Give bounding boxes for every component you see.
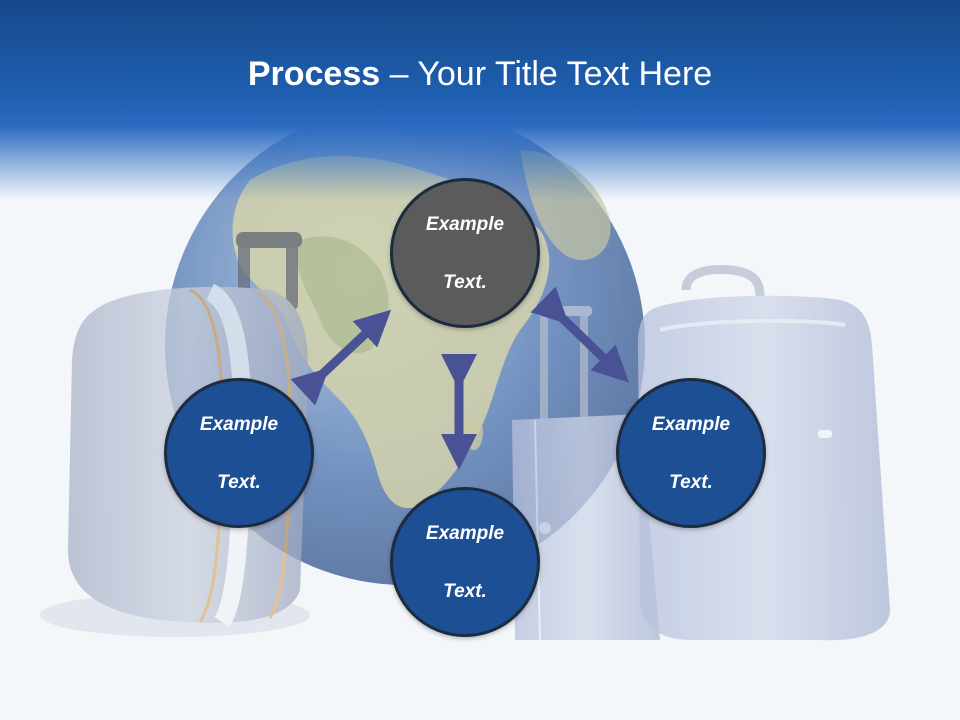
double-arrow-icon <box>530 286 629 383</box>
node-bottom-line1: Example <box>425 522 505 544</box>
node-bottom-line2: Text. <box>443 580 487 602</box>
node-right-line2: Text. <box>669 471 713 493</box>
header-band <box>0 0 960 200</box>
node-top-line1: Example <box>425 213 505 235</box>
page-title: Process – Your Title Text Here <box>0 52 960 96</box>
node-left-line1: Example <box>199 413 279 435</box>
node-right-line1: Example <box>651 413 731 435</box>
node-top-line2: Text. <box>443 271 487 293</box>
node-left-line2: Text. <box>217 471 261 493</box>
title-bold: Process <box>247 55 381 93</box>
double-arrow-icon <box>290 309 392 406</box>
title-rest: – Your Title Text Here <box>380 55 713 93</box>
